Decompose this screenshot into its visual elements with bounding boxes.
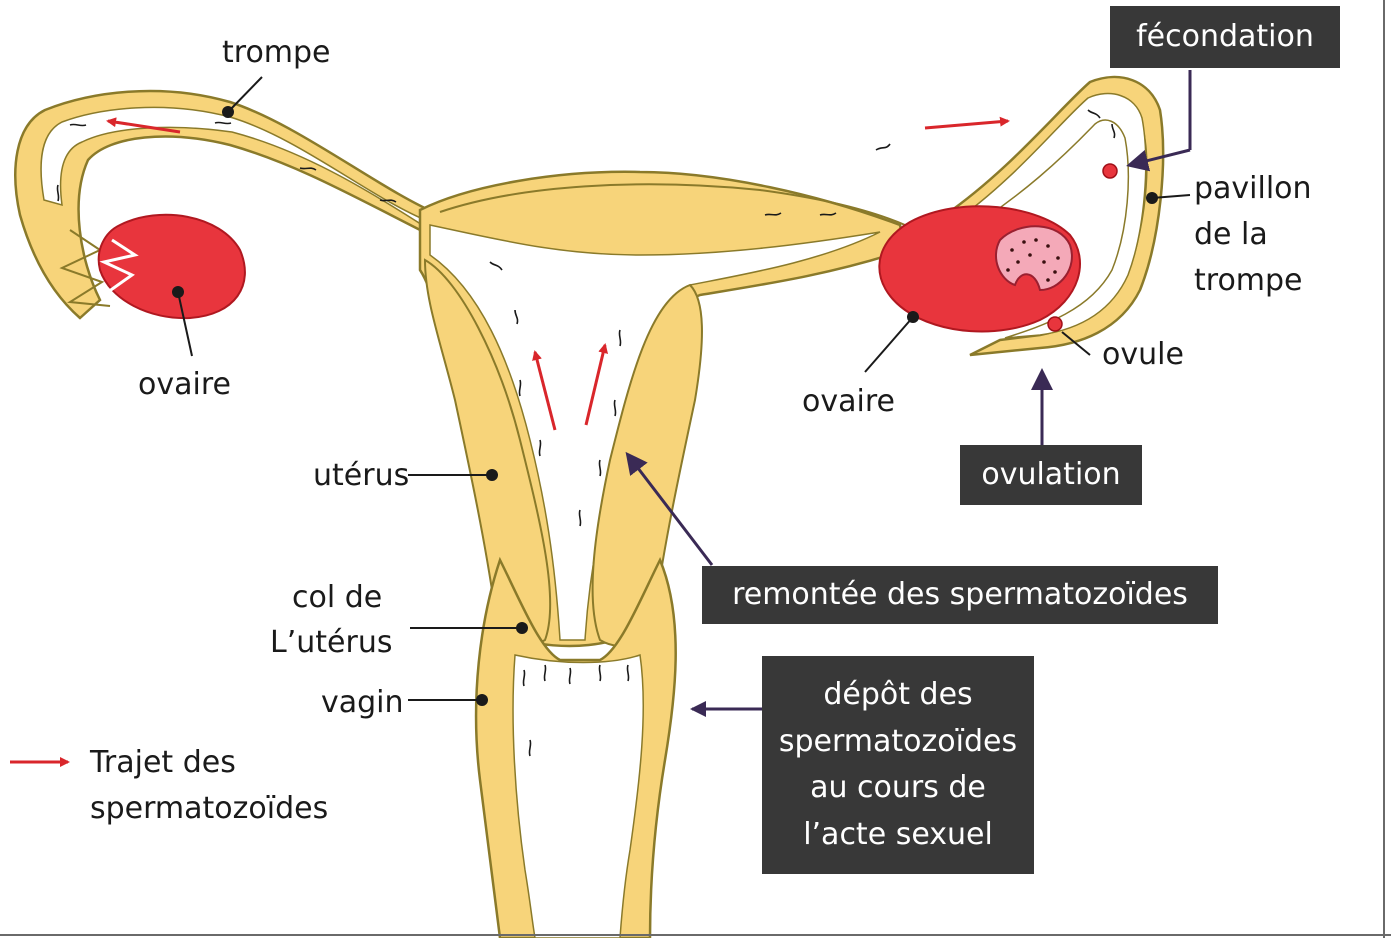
- frame-right-edge: [1383, 0, 1385, 938]
- box-depot-line3: au cours de: [810, 765, 986, 812]
- box-ovulation: ovulation: [960, 445, 1142, 505]
- box-remontee-text: remontée des spermatozoïdes: [732, 572, 1188, 619]
- box-depot-line1: dépôt des: [823, 672, 972, 719]
- label-uterus: utérus: [313, 453, 409, 498]
- box-remontee: remontée des spermatozoïdes: [702, 566, 1218, 624]
- box-depot-line4: l’acte sexuel: [803, 812, 993, 859]
- left-ovary: [99, 215, 245, 318]
- label-pavillon-line3: trompe: [1194, 258, 1303, 303]
- label-ovaire-right: ovaire: [802, 379, 895, 424]
- label-pavillon-line1: pavillon: [1194, 166, 1312, 211]
- ovum-released: [1048, 317, 1062, 331]
- box-fecondation: fécondation: [1110, 6, 1340, 68]
- box-ovulation-text: ovulation: [981, 452, 1120, 499]
- label-ovaire-left: ovaire: [138, 362, 231, 407]
- frame-bottom-edge: [0, 934, 1391, 936]
- box-fecondation-text: fécondation: [1136, 14, 1314, 61]
- label-col-line1: col de: [292, 575, 382, 620]
- legend-line2: spermatozoïdes: [90, 786, 328, 831]
- sperm-path-arrow: [925, 121, 1008, 128]
- label-vagin: vagin: [321, 680, 404, 725]
- ovum-fertilized: [1103, 164, 1117, 178]
- label-ovule: ovule: [1102, 332, 1184, 377]
- vaginal-canal: [513, 655, 643, 938]
- label-col-line2: L’utérus: [270, 620, 392, 665]
- left-tube-lumen: [41, 107, 430, 230]
- box-depot-line2: spermatozoïdes: [779, 719, 1017, 766]
- legend-line1: Trajet des: [90, 740, 236, 785]
- label-trompe: trompe: [222, 30, 331, 75]
- box-depot: dépôt des spermatozoïdes au cours de l’a…: [762, 656, 1034, 874]
- label-pavillon-line2: de la: [1194, 212, 1268, 257]
